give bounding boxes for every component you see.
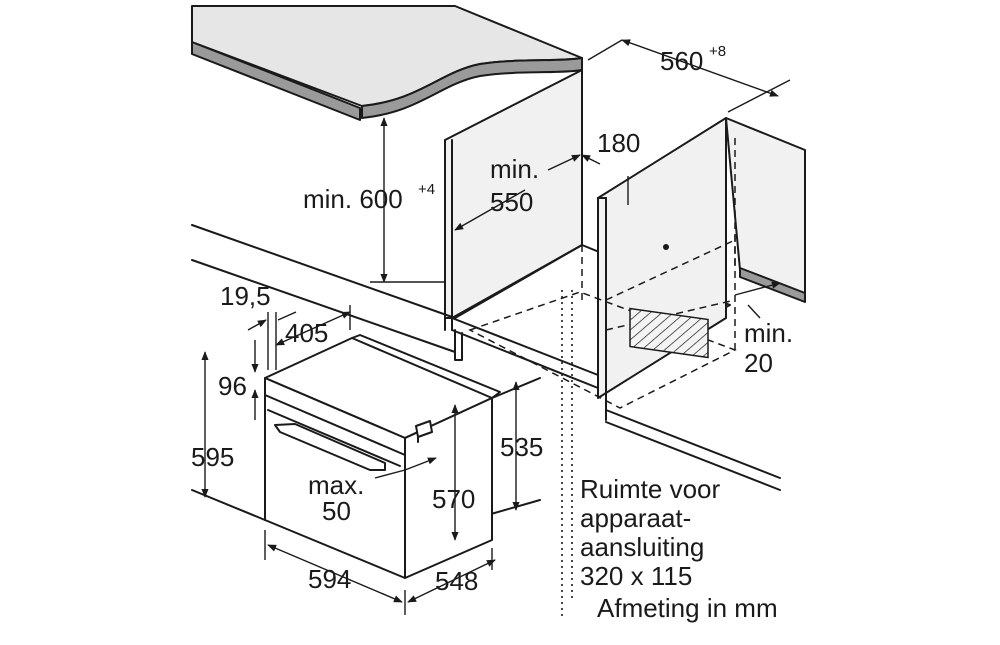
label-max: max. [308, 470, 364, 500]
oven [264, 334, 501, 579]
connection-point [663, 244, 669, 250]
connection-note: Ruimte voor apparaat- aansluiting 320 x … [580, 474, 720, 591]
label-535: 535 [500, 432, 543, 462]
note-line-2: apparaat- [580, 503, 691, 533]
label-depth-550: 550 [490, 187, 533, 217]
label-180: 180 [597, 128, 640, 158]
label-570: 570 [432, 484, 475, 514]
dimension-lines [201, 39, 791, 615]
note-line-3: aansluiting [580, 532, 704, 562]
units-caption: Afmeting in mm [597, 593, 778, 623]
label-height-600: min. 600 [303, 184, 403, 214]
label-96: 96 [218, 371, 247, 401]
label-width-560: 560 [660, 46, 703, 76]
cabinet [444, 61, 731, 421]
countertop [191, 5, 583, 121]
niche-dashed-outline [468, 138, 737, 620]
label-side-min: min. [744, 318, 793, 348]
label-max-50: 50 [322, 496, 351, 526]
note-line-4: 320 x 115 [580, 561, 692, 591]
label-595: 595 [191, 442, 234, 472]
label-405: 405 [285, 318, 328, 348]
label-19-5: 19,5 [220, 281, 271, 311]
dimension-labels: 560 +8 min. 600 +4 min. 550 180 min. 20 … [191, 43, 793, 596]
label-height-600-tol: +4 [418, 181, 435, 198]
label-side-20: 20 [744, 348, 773, 378]
connection-area-hatch [629, 307, 709, 359]
label-548: 548 [435, 566, 478, 596]
label-depth-min: min. [490, 154, 539, 184]
note-line-1: Ruimte voor [580, 474, 720, 504]
label-width-560-tol: +8 [709, 43, 726, 60]
label-594: 594 [308, 564, 351, 594]
